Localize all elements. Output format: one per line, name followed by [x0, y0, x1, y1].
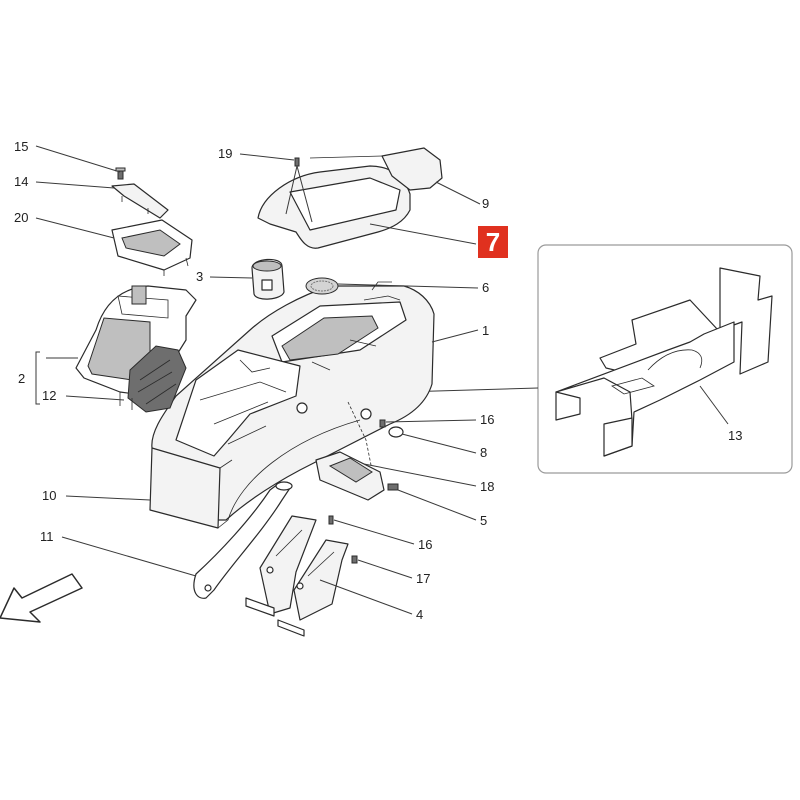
callout-18: 18 [480, 479, 494, 494]
callout-10: 10 [42, 488, 56, 503]
part-5-clip [387, 483, 399, 491]
part-11-rail [193, 481, 293, 599]
part-12-switch-unit [119, 345, 187, 413]
callout-12: 12 [42, 388, 56, 403]
callout-7: 7 [486, 227, 500, 257]
callout-11: 11 [40, 529, 54, 544]
callout-20: 20 [14, 210, 28, 225]
part-9-armrest-lid [257, 147, 443, 249]
callout-14: 14 [14, 174, 28, 189]
callout-9: 9 [482, 196, 489, 211]
callout-13: 13 [728, 428, 742, 443]
callout-15: 15 [14, 139, 28, 154]
callout-2: 2 [18, 371, 25, 386]
part-17-screw [351, 555, 358, 564]
callout-1: 1 [482, 323, 489, 338]
leader-lines [35, 145, 481, 615]
callout-8: 8 [480, 445, 487, 460]
front-direction-arrow-icon [0, 573, 83, 623]
part-3-cup-holder [251, 258, 285, 300]
part-20-tray [111, 219, 193, 276]
detail-inset [367, 244, 793, 474]
part-14-trim [111, 183, 169, 219]
part-13-bracket [555, 267, 773, 457]
callout-16-upper: 16 [480, 412, 494, 427]
callout-5: 5 [480, 513, 487, 528]
part-18-bracket [315, 451, 385, 501]
callout-19: 19 [218, 146, 232, 161]
part-1-console-body [151, 281, 435, 521]
callout-17: 17 [416, 571, 430, 586]
part-4-frame [245, 515, 349, 637]
part-8-cap [388, 426, 404, 438]
part-15-screw [115, 167, 126, 180]
part-16-screw-lower [328, 515, 334, 525]
part-19-screw [285, 157, 313, 223]
callout-4: 4 [416, 607, 423, 622]
callout-6: 6 [482, 280, 489, 295]
part-16-screw-upper [379, 419, 386, 428]
highlight-badge-7: 7 [478, 226, 508, 258]
part-6-mesh [305, 277, 339, 295]
callout-3: 3 [196, 269, 203, 284]
callout-labels: 15 14 20 3 2 12 10 11 19 9 6 1 16 8 18 5… [14, 139, 742, 622]
callout-16-lower: 16 [418, 537, 432, 552]
part-10-front-panel [149, 447, 233, 529]
